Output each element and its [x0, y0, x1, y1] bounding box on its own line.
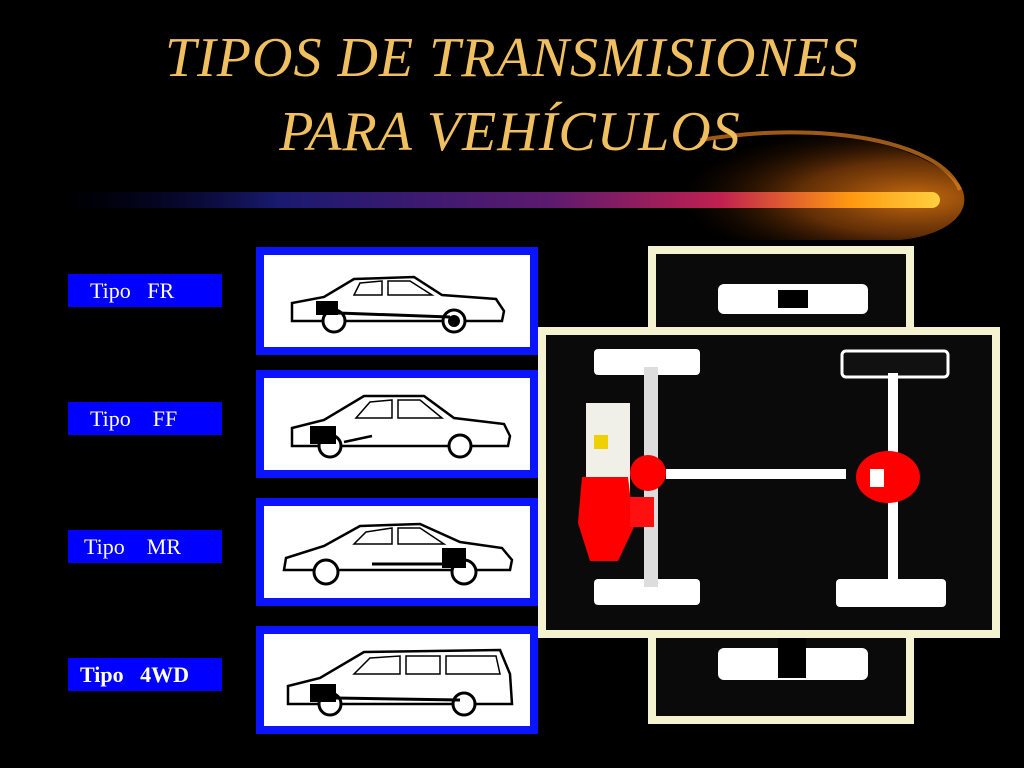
- car-diagram-mr: [256, 498, 538, 606]
- sedan-ff-illustration: [290, 394, 512, 459]
- label-tipo-ff: Tipo FF: [68, 402, 222, 435]
- drivetrain-4wd-topview: [578, 349, 950, 607]
- slide-title-line-2: PARA VEHÍCULOS: [279, 101, 741, 163]
- chassis-topview-illustration: [718, 284, 868, 680]
- label-tipo-mr: Tipo MR: [68, 530, 222, 563]
- slide-title-line-1: TIPOS DE TRANSMISIONES: [165, 27, 859, 89]
- car-diagram-4wd: [256, 626, 538, 734]
- label-tipo-fr: Tipo FR: [68, 274, 222, 307]
- decorative-swoosh: [60, 130, 965, 240]
- sedan-mr-illustration: [282, 522, 514, 586]
- sedan-fr-illustration: [290, 275, 506, 334]
- drivetrain-panel-front: [538, 327, 1000, 638]
- car-diagram-ff: [256, 370, 538, 478]
- label-tipo-4wd: Tipo 4WD: [68, 658, 222, 691]
- car-diagram-fr: [256, 247, 538, 355]
- wagon-4wd-illustration: [286, 648, 514, 717]
